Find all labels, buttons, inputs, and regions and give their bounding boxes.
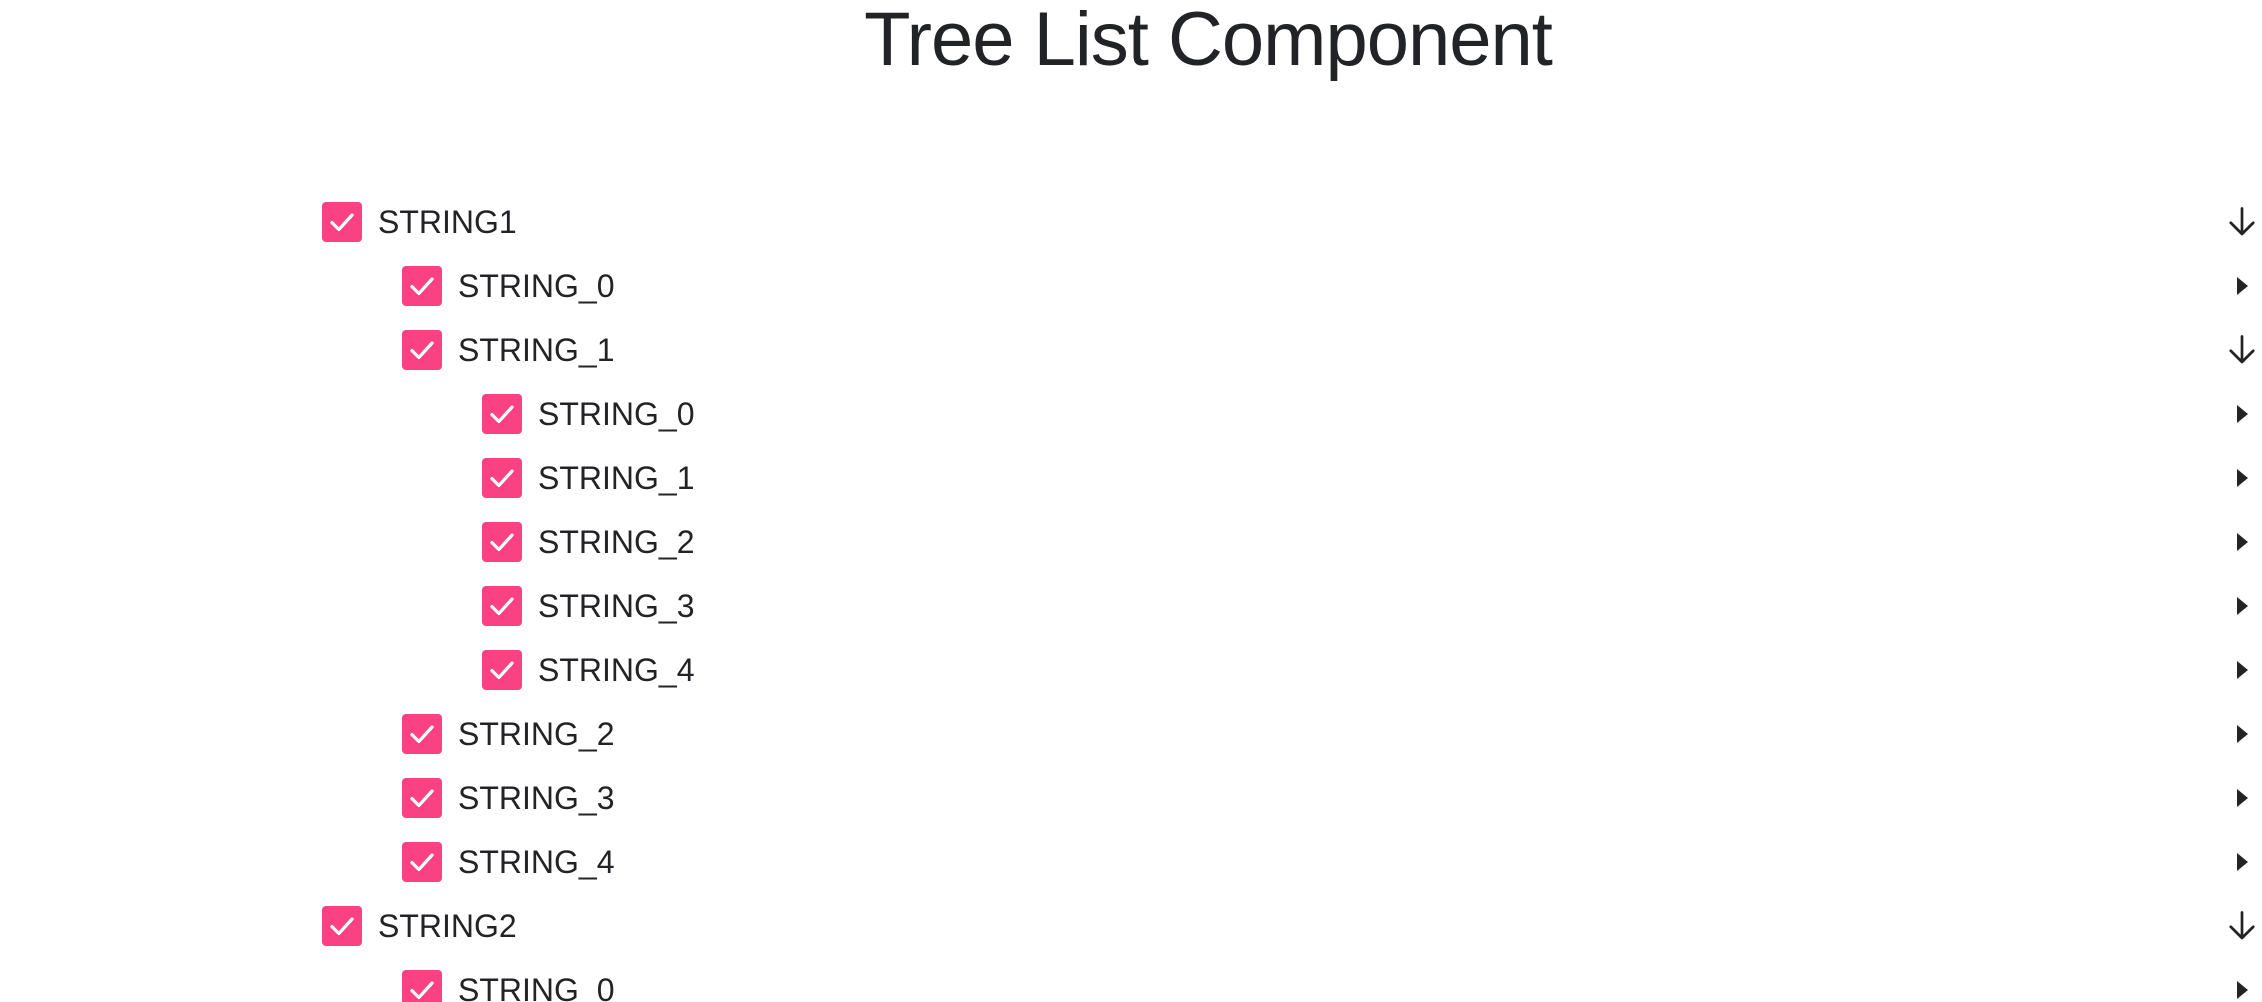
caret-right-icon <box>2235 404 2249 424</box>
tree-item-label: STRING2 <box>378 908 517 944</box>
tree-row: STRING_0 <box>322 254 2262 318</box>
tree-row: STRING_4 <box>322 638 2262 702</box>
tree-checkbox[interactable] <box>402 970 442 1002</box>
tree-checkbox[interactable] <box>322 202 362 242</box>
check-icon <box>487 463 517 493</box>
tree-item-label: STRING_4 <box>538 652 695 688</box>
tree-checkbox[interactable] <box>322 906 362 946</box>
caret-right-icon <box>2235 596 2249 616</box>
tree-row: STRING_1 <box>322 318 2262 382</box>
expand-toggle-button[interactable] <box>2222 458 2262 498</box>
check-icon <box>487 591 517 621</box>
check-icon <box>407 975 437 1002</box>
expand-toggle-button[interactable] <box>2222 266 2262 306</box>
caret-right-icon <box>2235 276 2249 296</box>
tree-checkbox[interactable] <box>482 394 522 434</box>
expand-toggle-button[interactable] <box>2222 394 2262 434</box>
tree-item-label: STRING_0 <box>538 396 695 432</box>
tree-item-label: STRING_0 <box>458 268 615 304</box>
caret-right-icon <box>2235 532 2249 552</box>
tree-row: STRING_0 <box>322 958 2262 1002</box>
arrow-down-icon <box>2224 332 2260 368</box>
tree-row: STRING2 <box>322 894 2262 958</box>
collapse-toggle-button[interactable] <box>2222 330 2262 370</box>
tree-checkbox[interactable] <box>482 586 522 626</box>
check-icon <box>327 207 357 237</box>
tree-item-label: STRING_1 <box>538 460 695 496</box>
expand-toggle-button[interactable] <box>2222 714 2262 754</box>
tree-row: STRING_0 <box>322 382 2262 446</box>
tree-item-label: STRING_2 <box>458 716 615 752</box>
arrow-down-icon <box>2224 204 2260 240</box>
tree-checkbox[interactable] <box>402 842 442 882</box>
tree-checkbox[interactable] <box>402 714 442 754</box>
tree-row: STRING_4 <box>322 830 2262 894</box>
tree-checkbox[interactable] <box>482 650 522 690</box>
tree-checkbox[interactable] <box>402 330 442 370</box>
expand-toggle-button[interactable] <box>2222 586 2262 626</box>
check-icon <box>407 719 437 749</box>
expand-toggle-button[interactable] <box>2222 842 2262 882</box>
check-icon <box>407 271 437 301</box>
caret-right-icon <box>2235 724 2249 744</box>
tree-row: STRING_3 <box>322 766 2262 830</box>
caret-right-icon <box>2235 660 2249 680</box>
collapse-toggle-button[interactable] <box>2222 906 2262 946</box>
collapse-toggle-button[interactable] <box>2222 202 2262 242</box>
caret-right-icon <box>2235 468 2249 488</box>
tree-item-label: STRING_4 <box>458 844 615 880</box>
tree-row: STRING1 <box>322 190 2262 254</box>
tree-row: STRING_2 <box>322 510 2262 574</box>
expand-toggle-button[interactable] <box>2222 970 2262 1002</box>
caret-right-icon <box>2235 788 2249 808</box>
tree-item-label: STRING_2 <box>538 524 695 560</box>
caret-right-icon <box>2235 980 2249 1000</box>
check-icon <box>487 655 517 685</box>
check-icon <box>407 783 437 813</box>
expand-toggle-button[interactable] <box>2222 778 2262 818</box>
tree-item-label: STRING1 <box>378 204 517 240</box>
page-title: Tree List Component <box>864 0 1553 82</box>
tree-row: STRING_3 <box>322 574 2262 638</box>
tree-item-label: STRING_3 <box>458 780 615 816</box>
tree-item-label: STRING_0 <box>458 972 615 1002</box>
check-icon <box>407 335 437 365</box>
tree-checkbox[interactable] <box>402 266 442 306</box>
check-icon <box>407 847 437 877</box>
tree-row: STRING_2 <box>322 702 2262 766</box>
check-icon <box>327 911 357 941</box>
tree-item-label: STRING_3 <box>538 588 695 624</box>
tree-checkbox[interactable] <box>482 458 522 498</box>
tree-row: STRING_1 <box>322 446 2262 510</box>
check-icon <box>487 527 517 557</box>
expand-toggle-button[interactable] <box>2222 522 2262 562</box>
arrow-down-icon <box>2224 908 2260 944</box>
tree-checkbox[interactable] <box>402 778 442 818</box>
tree-checkbox[interactable] <box>482 522 522 562</box>
check-icon <box>487 399 517 429</box>
tree-item-label: STRING_1 <box>458 332 615 368</box>
caret-right-icon <box>2235 852 2249 872</box>
expand-toggle-button[interactable] <box>2222 650 2262 690</box>
